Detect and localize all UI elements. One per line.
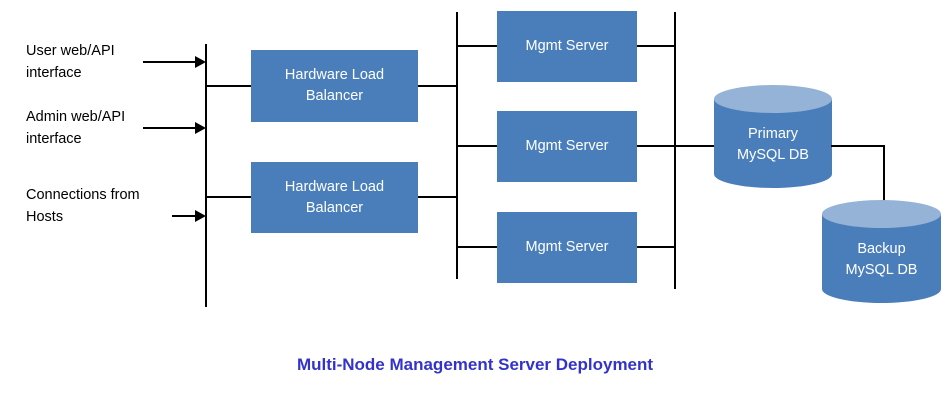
input-arrow-head-hosts <box>195 210 206 222</box>
hardware-load-balancer-1[interactable]: Hardware Load Balancer <box>251 50 418 122</box>
input-label-connections-from-hosts: Connections from Hosts <box>26 187 140 225</box>
backup-mysql-db[interactable]: Backup MySQL DB <box>822 200 941 303</box>
hardware-load-balancer-2[interactable]: Hardware Load Balancer <box>251 162 418 233</box>
bus-to-lb1-link <box>205 85 252 87</box>
lb2-to-mgmt-bus-link <box>418 196 458 198</box>
input-arrow-head-user <box>195 56 206 68</box>
replication-link-horizontal <box>831 145 885 147</box>
input-label-user-web-api: User web/API interface <box>26 43 115 81</box>
mgmt-server-3[interactable]: Mgmt Server <box>497 212 637 283</box>
primary-mysql-db[interactable]: Primary MySQL DB <box>714 85 832 188</box>
lb1-to-mgmt-bus-link <box>418 85 458 87</box>
mgmt-right-link-1 <box>637 45 676 47</box>
mgmt-right-link-2-to-primary-db <box>637 145 715 147</box>
mgmt-left-link-2 <box>456 145 498 147</box>
mgmt-server-2[interactable]: Mgmt Server <box>497 111 637 182</box>
replication-link-vertical <box>883 145 885 212</box>
backup-db-label: Backup MySQL DB <box>845 241 918 278</box>
mgmt-left-link-3 <box>456 246 498 248</box>
diagram-title: Multi-Node Management Server Deployment <box>296 355 654 374</box>
input-label-admin-web-api: Admin web/API interface <box>26 109 126 147</box>
ingress-bus-line <box>205 44 207 307</box>
input-arrow-head-admin <box>195 122 206 134</box>
mgmt-right-bus-line <box>674 12 676 289</box>
input-arrow-line-user <box>143 61 197 63</box>
backup-db-top-ellipse <box>822 200 941 228</box>
mgmt-server-1[interactable]: Mgmt Server <box>497 11 637 82</box>
bus-to-lb2-link <box>205 196 252 198</box>
input-arrow-line-admin <box>143 127 197 129</box>
primary-db-bottom-ellipse <box>714 160 832 188</box>
mgmt-right-link-3 <box>637 246 676 248</box>
backup-db-bottom-ellipse <box>822 275 941 303</box>
mgmt-left-link-1 <box>456 45 498 47</box>
primary-db-top-ellipse <box>714 85 832 113</box>
primary-db-label: Primary MySQL DB <box>737 126 809 163</box>
input-arrow-line-hosts <box>172 215 197 217</box>
